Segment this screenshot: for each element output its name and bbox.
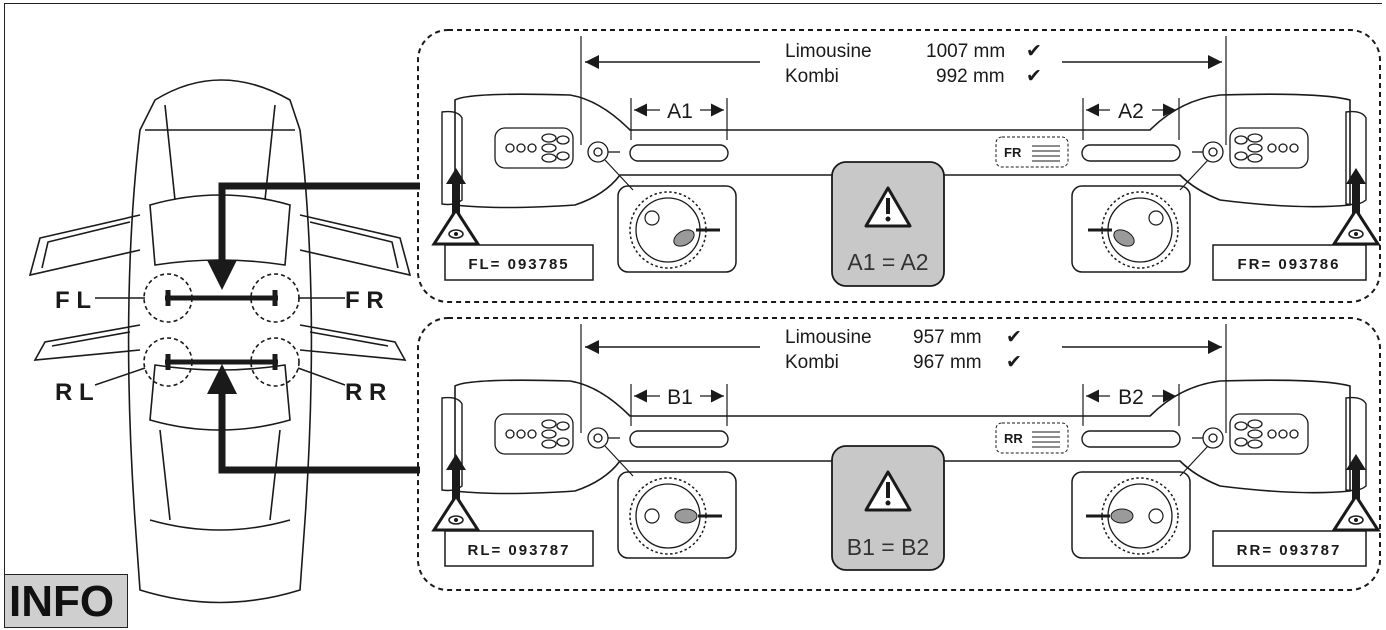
rear-tag-label: RR: [1004, 431, 1023, 446]
front-axle-panel: [417, 29, 1381, 303]
axle-bars: [165, 290, 278, 370]
front-right-code: FR= 093786: [1238, 256, 1341, 273]
connector-arrows: [207, 182, 420, 474]
front-kombi-label: Kombi: [785, 66, 839, 87]
rear-limousine-label: Limousine: [785, 327, 872, 348]
rear-right-measure-label: B2: [1118, 386, 1144, 409]
front-left-measure-label: A1: [667, 100, 693, 123]
front-limousine-label: Limousine: [785, 41, 872, 62]
front-left-hub-icon: [494, 127, 620, 169]
rear-right-code: RR= 093787: [1237, 542, 1342, 559]
rear-warning-icon: [864, 470, 912, 512]
rear-kombi-value: 967 mm: [913, 352, 982, 373]
front-tag-box: [995, 136, 1069, 168]
rear-kombi-check-icon: ✔: [1006, 352, 1022, 373]
front-right-dial-icon: [1071, 159, 1209, 273]
rear-right-eye-warning-icon: [1331, 454, 1381, 532]
front-right-hub-icon: [1192, 127, 1309, 169]
front-left-code-box: [444, 244, 594, 281]
door-rear-right: [299, 324, 407, 361]
rear-equation-label: B1 = B2: [847, 534, 929, 560]
front-right-measure-label: A2: [1118, 100, 1144, 123]
rear-right-code-box: [1212, 530, 1367, 567]
front-left-code: FL= 093785: [468, 256, 569, 273]
door-front-left: [28, 214, 141, 277]
rear-axle-panel: [417, 317, 1381, 591]
rear-limousine-value: 957 mm: [913, 327, 982, 348]
rear-limousine-check-icon: ✔: [1006, 327, 1022, 348]
rear-left-measure-label: B1: [667, 386, 693, 409]
front-right-code-box: [1212, 244, 1367, 281]
car-top-view: [28, 79, 412, 604]
front-connector-arrowhead: [207, 260, 237, 290]
rear-left-eye-warning-icon: [431, 454, 481, 532]
corner-label-fl: F L: [55, 287, 91, 314]
rear-left-code-box: [444, 530, 594, 567]
corner-label-rr: R R: [345, 379, 386, 406]
door-front-right: [299, 214, 412, 277]
door-rear-left: [33, 324, 141, 361]
front-left-eye-warning-icon: [431, 168, 481, 246]
rear-kombi-label: Kombi: [785, 352, 839, 373]
rear-connector-arrowhead: [207, 364, 237, 394]
front-limousine-value: 1007 mm: [926, 41, 1005, 62]
rear-left-code: RL= 093787: [468, 542, 571, 559]
front-equation-label: A1 = A2: [847, 249, 928, 275]
info-badge: INFO: [4, 574, 128, 628]
rear-connector-line: [218, 392, 420, 474]
front-right-eye-warning-icon: [1331, 168, 1381, 246]
front-tag-label: FR: [1004, 145, 1022, 160]
rear-left-dial-icon: [604, 445, 737, 559]
corner-label-fr: F R: [345, 287, 384, 314]
rear-tag-box: [995, 422, 1069, 454]
rear-right-dial-icon: [1071, 445, 1209, 559]
front-warning-icon: [864, 186, 912, 228]
corner-label-rl: R L: [55, 379, 94, 406]
rear-left-hub-icon: [494, 413, 620, 455]
diagram-frame: [4, 3, 1382, 628]
front-limousine-check-icon: ✔: [1026, 41, 1042, 62]
front-connector-line: [218, 182, 420, 262]
rear-right-hub-icon: [1192, 413, 1309, 455]
front-left-dial-icon: [604, 159, 737, 273]
wheel-rr-circle: [250, 337, 300, 387]
front-kombi-value: 992 mm: [936, 66, 1005, 87]
front-kombi-check-icon: ✔: [1026, 66, 1042, 87]
